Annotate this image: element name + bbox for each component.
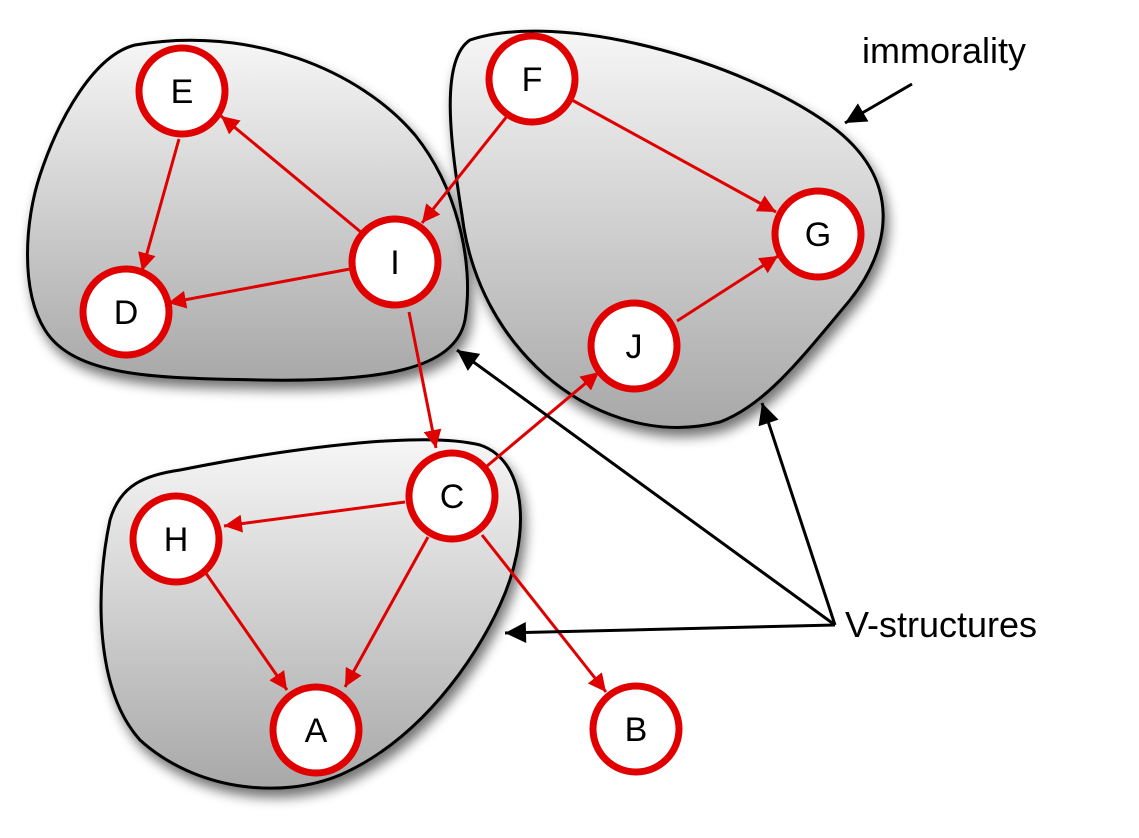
node-i: I xyxy=(348,215,442,309)
edge-i-c xyxy=(407,311,442,449)
node-d: D xyxy=(79,265,173,359)
node-a: A xyxy=(269,683,363,777)
node-g: G xyxy=(771,187,865,281)
node-f: F xyxy=(485,32,579,126)
immorality-label: immorality xyxy=(862,30,1026,71)
annotation-pointers xyxy=(456,82,913,643)
node-label-j: J xyxy=(626,328,643,366)
edges xyxy=(138,98,779,693)
node-label-e: E xyxy=(171,73,194,111)
edge-f-i xyxy=(420,114,510,224)
edge-c-a xyxy=(343,536,430,688)
cluster-blob-top-right xyxy=(448,29,885,429)
edge-c-b xyxy=(480,534,608,693)
v-structures-label: V-structures xyxy=(845,604,1037,645)
edge-e-d xyxy=(138,138,181,272)
node-b: B xyxy=(589,682,683,776)
node-c: C xyxy=(405,449,499,543)
node-e: E xyxy=(135,44,229,138)
node-label-d: D xyxy=(114,294,139,332)
edge-i-e xyxy=(220,114,363,235)
cluster-blobs xyxy=(26,29,885,790)
edge-i-d xyxy=(167,267,351,309)
edge-c-h xyxy=(223,500,406,533)
node-label-h: H xyxy=(164,521,189,559)
edge-h-a xyxy=(201,568,289,691)
edge-f-g xyxy=(571,98,777,214)
node-label-b: B xyxy=(625,711,648,749)
edge-j-g xyxy=(676,254,779,323)
node-label-i: I xyxy=(390,244,399,282)
v-structure-pointer-top-right xyxy=(758,402,837,626)
v-structure-pointer-top-left xyxy=(456,348,836,627)
node-j: J xyxy=(587,299,681,393)
edge-c-j xyxy=(486,370,600,468)
v-structure-pointer-bottom xyxy=(504,621,836,643)
node-label-g: G xyxy=(805,216,831,254)
node-label-f: F xyxy=(522,61,543,99)
node-h: H xyxy=(129,492,223,586)
nodes: E F G I D J C H xyxy=(79,32,865,777)
immorality-pointer xyxy=(844,82,913,125)
node-label-a: A xyxy=(305,712,328,750)
node-label-c: C xyxy=(440,478,465,516)
